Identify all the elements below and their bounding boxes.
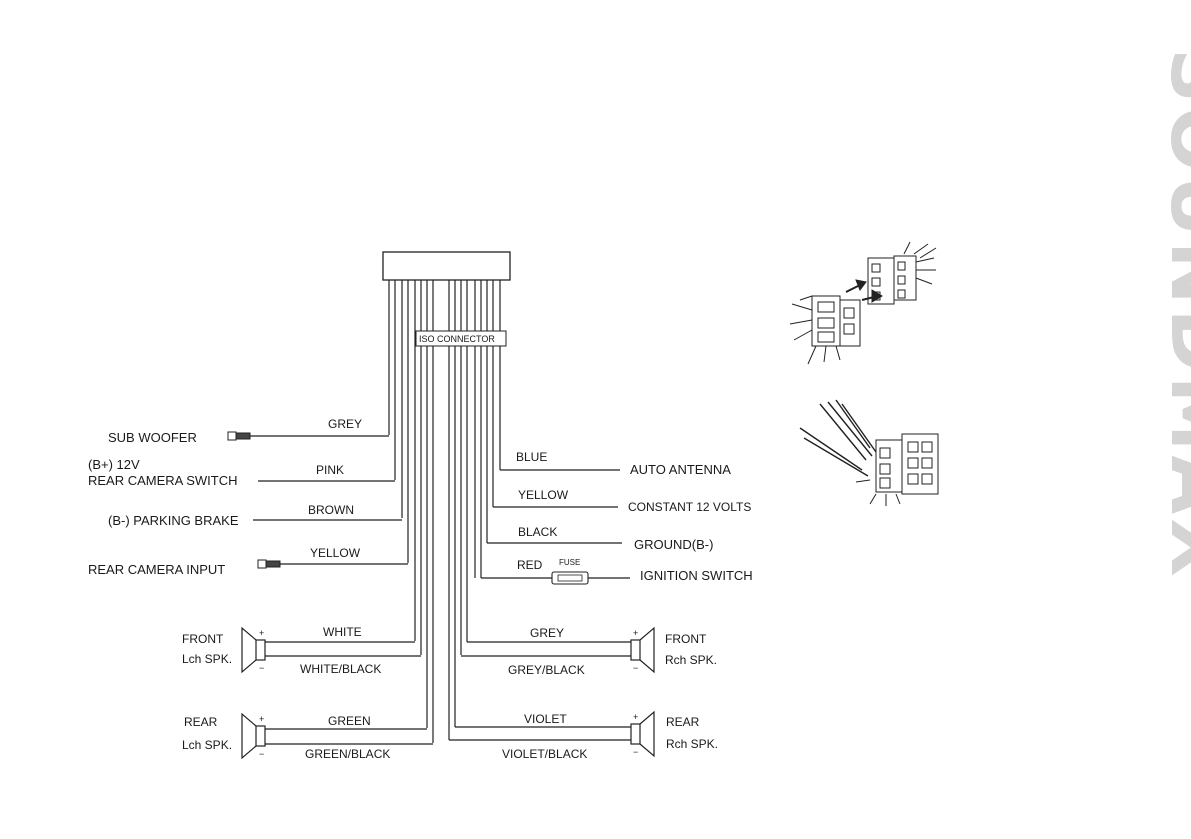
label-parking-brake: (B-) PARKING BRAKE bbox=[108, 513, 239, 528]
label-rear-l: REAR bbox=[184, 715, 218, 729]
wire-yellow-const: YELLOW bbox=[518, 488, 569, 502]
polarity-plus: + bbox=[259, 628, 264, 638]
polarity-minus: − bbox=[259, 749, 264, 759]
wire-red: RED bbox=[517, 558, 543, 572]
wire-blue: BLUE bbox=[516, 450, 547, 464]
iso-connector-label: ISO CONNECTOR bbox=[419, 334, 495, 344]
fuse-label: FUSE bbox=[559, 558, 580, 567]
iso-connector-box bbox=[415, 330, 507, 347]
speaker-icon bbox=[630, 710, 655, 758]
label-rear-r-sub: Rch SPK. bbox=[666, 737, 718, 751]
wire-pink: PINK bbox=[316, 463, 344, 477]
label-rear-l-sub: Lch SPK. bbox=[182, 738, 232, 752]
label-front-r-sub: Rch SPK. bbox=[665, 653, 717, 667]
wire-grey-sub: GREY bbox=[328, 417, 362, 431]
head-unit-connector bbox=[382, 251, 511, 281]
label-auto-antenna: AUTO ANTENNA bbox=[630, 462, 731, 477]
speaker-icon bbox=[241, 712, 266, 760]
wire-grey-black: GREY/BLACK bbox=[508, 663, 585, 677]
speaker-icon bbox=[241, 626, 266, 674]
wire-violet-black: VIOLET/BLACK bbox=[502, 747, 587, 761]
wire-white-black: WHITE/BLACK bbox=[300, 662, 381, 676]
label-front-l: FRONT bbox=[182, 632, 224, 646]
wire-yellow-cam: YELLOW bbox=[310, 546, 361, 560]
label-rear-r: REAR bbox=[666, 715, 700, 729]
label-sub-woofer: SUB WOOFER bbox=[108, 430, 197, 445]
wire-white: WHITE bbox=[323, 625, 362, 639]
rca-plug-icon bbox=[227, 431, 251, 441]
label-ground: GROUND(B-) bbox=[634, 537, 713, 552]
wire-violet: VIOLET bbox=[524, 712, 567, 726]
iso-connector-plug-illustration bbox=[789, 241, 937, 365]
label-rear-camera-input: REAR CAMERA INPUT bbox=[88, 562, 225, 577]
label-front-r: FRONT bbox=[665, 632, 707, 646]
label-rear-camera-switch: REAR CAMERA SWITCH bbox=[88, 473, 238, 488]
label-ignition: IGNITION SWITCH bbox=[640, 568, 753, 583]
wire-brown: BROWN bbox=[308, 503, 354, 517]
label-b-plus: (B+) 12V bbox=[88, 457, 140, 472]
polarity-plus: + bbox=[259, 714, 264, 724]
brand-watermark: SOUNDMAX bbox=[1154, 48, 1191, 581]
polarity-minus: − bbox=[259, 663, 264, 673]
fuse-icon bbox=[551, 571, 589, 585]
polarity-plus: + bbox=[633, 712, 638, 722]
rca-plug-icon bbox=[257, 559, 281, 569]
wire-grey-r: GREY bbox=[530, 626, 564, 640]
wire-bundle bbox=[388, 280, 501, 743]
polarity-minus: − bbox=[633, 663, 638, 673]
wire-green: GREEN bbox=[328, 714, 371, 728]
iso-connector-clamp-illustration bbox=[799, 399, 939, 506]
wire-black: BLACK bbox=[518, 525, 557, 539]
polarity-plus: + bbox=[633, 628, 638, 638]
label-front-l-sub: Lch SPK. bbox=[182, 652, 232, 666]
wire-green-black: GREEN/BLACK bbox=[305, 747, 390, 761]
polarity-minus: − bbox=[633, 747, 638, 757]
label-constant-12: CONSTANT 12 VOLTS bbox=[628, 500, 751, 514]
speaker-icon bbox=[630, 626, 655, 674]
